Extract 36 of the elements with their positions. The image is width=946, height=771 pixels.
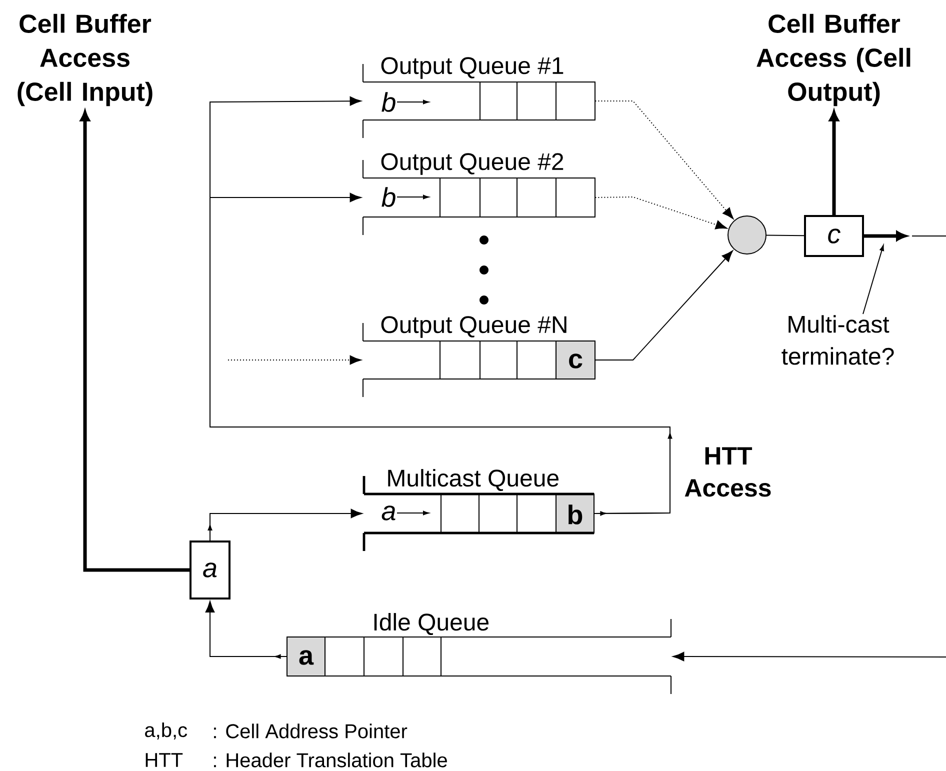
queue (286, 613, 672, 694)
queue-label: Multicast Queue (388, 469, 559, 491)
arrow (205, 601, 288, 659)
legend-text: a,b,c (145, 722, 188, 740)
arrow (594, 100, 734, 220)
pointer-box: c (804, 215, 864, 257)
queue (362, 57, 596, 138)
note-text: Multi-cast terminate? (782, 315, 894, 365)
legend-text: : Header Translation Table (214, 752, 447, 768)
arrow (672, 652, 946, 662)
arrow (594, 250, 733, 360)
pointer-label: b (382, 92, 396, 112)
queue (362, 469, 594, 551)
queue-label: Output Queue #1 (381, 57, 564, 79)
queue-label: Idle Queue (374, 613, 489, 635)
pointer-label: a (382, 506, 396, 520)
cell-label: b (568, 504, 582, 524)
cell-label: a (299, 650, 314, 665)
heading-text: Cell Buffer Access (Cell Output) (756, 14, 910, 106)
pointer-label: b (382, 187, 396, 207)
arrow (228, 355, 362, 365)
heading-text: Cell Buffer Access (Cell Input) (18, 14, 152, 106)
legend-text: HTT (146, 753, 183, 767)
queue (362, 316, 596, 398)
arrow (594, 196, 728, 230)
cell-label: c (569, 354, 582, 368)
htt-label: HTT Access (684, 447, 771, 497)
queue-label: Output Queue #N (381, 316, 566, 338)
leader-line (862, 244, 884, 314)
merge-circle (728, 216, 766, 254)
queue (362, 153, 596, 236)
arrow (208, 508, 362, 541)
pointer-box: a (190, 540, 230, 600)
arrow (210, 192, 672, 516)
legend-text: : Cell Address Pointer (214, 724, 408, 738)
queue-label: Output Queue #2 (381, 153, 564, 175)
